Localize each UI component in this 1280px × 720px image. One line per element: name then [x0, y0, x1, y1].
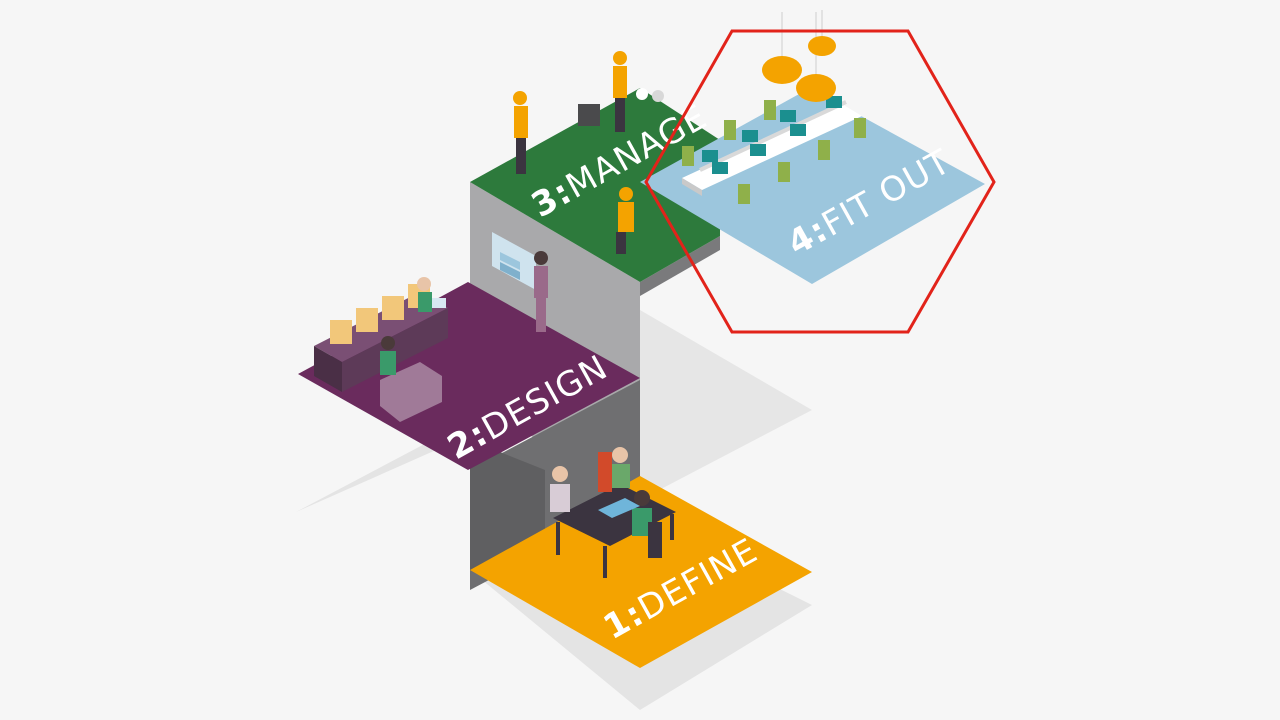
- construction-worker-icon: [513, 51, 664, 254]
- platform-manage: [470, 88, 720, 282]
- meeting-table-icon: [550, 447, 676, 578]
- pendant-lamp-icon: [762, 10, 836, 102]
- platform-define: [470, 476, 812, 668]
- wall-manage-right: [640, 236, 720, 296]
- wall-define-back: [470, 440, 545, 570]
- presentation-screen-icon: [492, 232, 548, 332]
- office-desk-icon: [682, 96, 866, 204]
- sofa-seating-icon: [314, 277, 448, 422]
- highlight-hexagon: [644, 29, 996, 334]
